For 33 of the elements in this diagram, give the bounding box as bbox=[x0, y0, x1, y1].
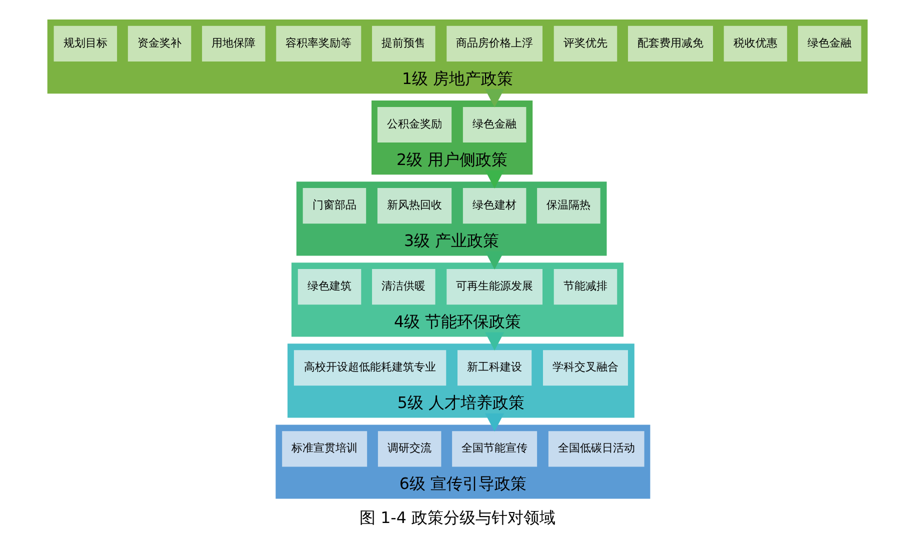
node-box: 全国低碳日活动 bbox=[548, 431, 644, 467]
arrow bbox=[484, 89, 504, 108]
arrow bbox=[484, 170, 504, 188]
node-box: 提前预售 bbox=[372, 26, 435, 62]
node-box: 新风热回收 bbox=[376, 188, 452, 224]
node-box: 调研交流 bbox=[377, 431, 441, 467]
node-box: 容积率奖励等 bbox=[276, 26, 361, 62]
node-box: 资金奖补 bbox=[127, 26, 191, 62]
caption: 图 1-4 政策分级与针对领域 bbox=[359, 508, 555, 527]
node-box: 全国节能宣传 bbox=[452, 431, 537, 467]
node-box: 用地保障 bbox=[202, 26, 265, 62]
node-box: 保温隔热 bbox=[536, 188, 600, 224]
node-box: 可再生能源发展 bbox=[446, 269, 542, 305]
node-box: 配套费用减免 bbox=[627, 26, 712, 62]
node-box: 税收优惠 bbox=[723, 26, 787, 62]
arrow bbox=[484, 332, 504, 351]
node-box: 公积金奖励 bbox=[376, 106, 452, 143]
node-box: 绿色金融 bbox=[462, 106, 526, 143]
node-box: 标准宣贯培训 bbox=[282, 431, 367, 467]
node-box: 新工科建设 bbox=[457, 350, 532, 386]
node-box: 商品房价格上浮 bbox=[446, 26, 542, 62]
arrow bbox=[484, 251, 504, 270]
arrow bbox=[484, 413, 504, 432]
node-box: 绿色建材 bbox=[462, 188, 526, 224]
node-box: 节能减排 bbox=[553, 269, 617, 305]
node-box: 绿色建筑 bbox=[297, 269, 361, 305]
node-box: 绿色金融 bbox=[797, 26, 861, 62]
node-box: 清洁供暖 bbox=[372, 269, 435, 305]
node-box: 评奖优先 bbox=[553, 26, 617, 62]
node-box: 门窗部品 bbox=[302, 188, 366, 224]
node-box: 高校开设超低能耗建筑专业 bbox=[293, 350, 446, 386]
node-box: 学科交叉融合 bbox=[542, 350, 628, 386]
node-box: 规划目标 bbox=[53, 26, 117, 62]
